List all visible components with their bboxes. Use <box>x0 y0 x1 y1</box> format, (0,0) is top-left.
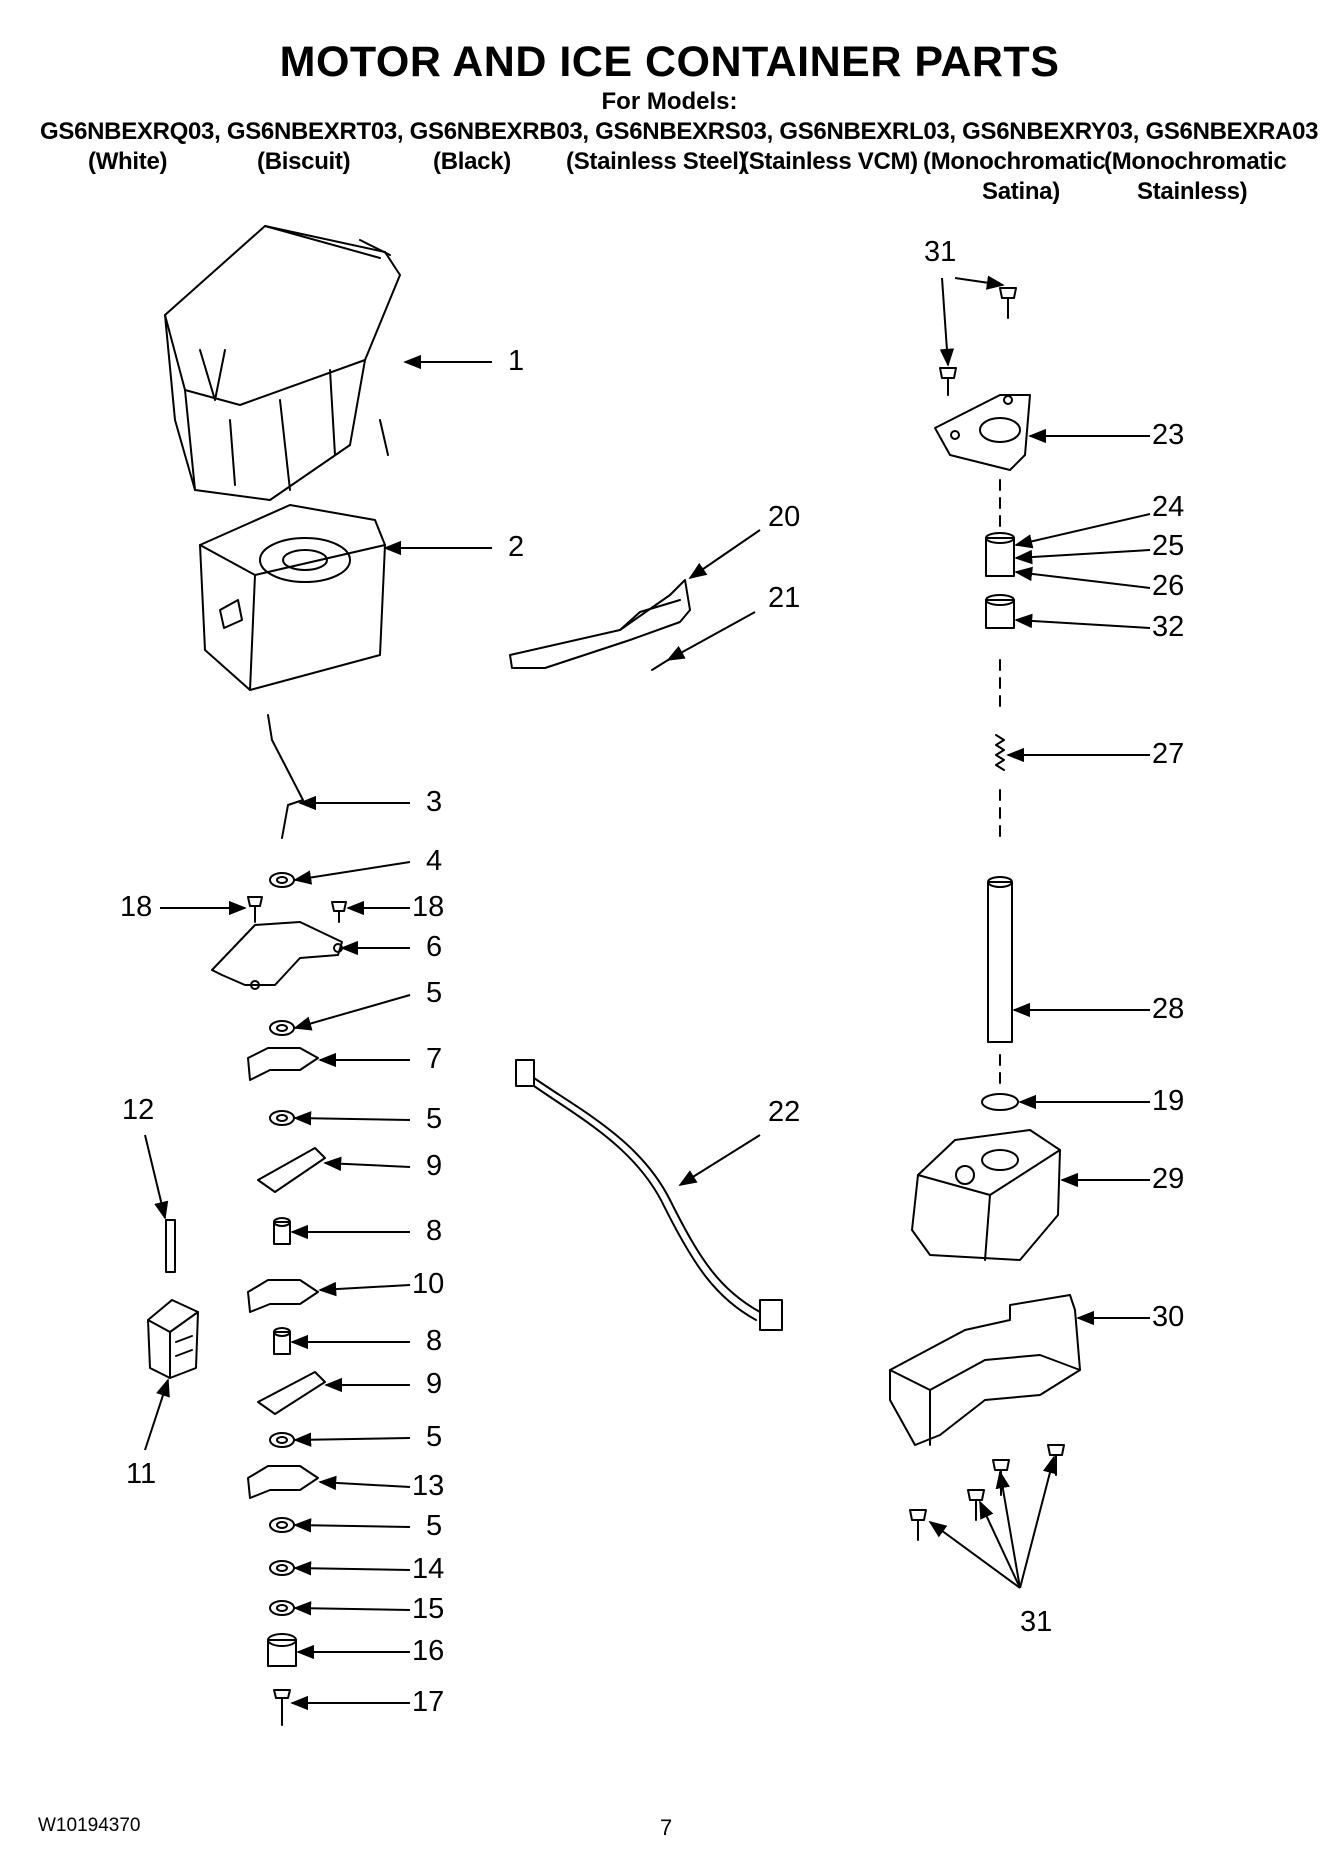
callout-31-bottom: 31 <box>1020 1606 1053 1638</box>
actuator-arm <box>509 579 691 669</box>
model-list: GS6NBEXRQ03, GS6NBEXRT03, GS6NBEXRB03, G… <box>40 118 1319 145</box>
color-biscuit: (Biscuit) <box>257 148 351 175</box>
callout-20: 20 <box>768 501 801 533</box>
callout-22: 22 <box>768 1096 801 1128</box>
color-mono-satina: (Monochromatic <box>923 148 1106 175</box>
pin <box>165 1219 176 1273</box>
washer <box>981 1093 1019 1111</box>
callout-26: 26 <box>1152 570 1185 602</box>
callout-27: 27 <box>1152 738 1185 770</box>
callout-8-a: 8 <box>426 1215 443 1247</box>
callout-32: 32 <box>1152 611 1185 643</box>
callout-18-left: 18 <box>120 891 153 923</box>
callout-30: 30 <box>1152 1301 1185 1333</box>
leader-lines <box>144 275 1151 1711</box>
callout-18-right: 18 <box>412 891 445 923</box>
callout-15: 15 <box>412 1593 445 1625</box>
drive-cup <box>985 594 1015 629</box>
callout-28: 28 <box>1152 993 1185 1025</box>
callout-16: 16 <box>412 1635 445 1667</box>
bin-support <box>199 504 386 691</box>
callout-5-c: 5 <box>426 1421 443 1453</box>
color-mono-stainless: (Monochromatic <box>1104 148 1287 175</box>
motor-mounting-bracket <box>889 1294 1081 1446</box>
callout-4: 4 <box>426 845 443 877</box>
color-mono-satina-2: Satina) <box>982 178 1060 205</box>
coupler <box>985 532 1015 577</box>
callout-5-d: 5 <box>426 1510 443 1542</box>
callout-11: 11 <box>126 1458 157 1490</box>
callout-5-a: 5 <box>426 977 443 1009</box>
callout-21: 21 <box>768 582 801 614</box>
color-black: (Black) <box>433 148 511 175</box>
callout-31-top: 31 <box>924 236 957 268</box>
callout-9-a: 9 <box>426 1150 443 1182</box>
guide-block <box>147 1299 199 1379</box>
callout-3: 3 <box>426 786 443 818</box>
color-mono-stainless-2: Stainless) <box>1137 178 1248 205</box>
callout-29: 29 <box>1152 1163 1185 1195</box>
document-number: W10194370 <box>38 1815 141 1836</box>
callout-2: 2 <box>508 531 525 563</box>
spring <box>995 734 1005 771</box>
callout-17: 17 <box>412 1686 445 1718</box>
color-stainless-vcm: (Stainless VCM) <box>741 148 918 175</box>
callout-13: 13 <box>412 1470 445 1502</box>
color-white: (White) <box>88 148 168 175</box>
callout-24: 24 <box>1152 491 1185 523</box>
callout-1: 1 <box>508 345 525 377</box>
color-stainless-steel: (Stainless Steel) <box>566 148 747 175</box>
motor <box>911 1129 1061 1261</box>
callout-14: 14 <box>412 1553 445 1585</box>
callout-8-b: 8 <box>426 1325 443 1357</box>
wire-harness <box>515 1059 783 1331</box>
for-models-label: For Models: <box>601 88 738 115</box>
ice-container-bin <box>164 225 401 501</box>
auger-parts-stack <box>211 872 347 1726</box>
page-number: 7 <box>660 1815 673 1840</box>
callout-23: 23 <box>1152 419 1185 451</box>
callout-10: 10 <box>412 1268 445 1300</box>
motor-bracket <box>934 394 1031 471</box>
wire-link <box>267 714 304 839</box>
callout-5-b: 5 <box>426 1103 443 1135</box>
callout-7: 7 <box>426 1043 443 1075</box>
callout-6: 6 <box>426 931 443 963</box>
drive-shaft <box>987 876 1013 1043</box>
callout-12: 12 <box>122 1094 155 1126</box>
spring-small <box>651 659 669 671</box>
callout-9-b: 9 <box>426 1368 443 1400</box>
page-title: MOTOR AND ICE CONTAINER PARTS <box>279 38 1060 86</box>
callout-19: 19 <box>1152 1085 1185 1117</box>
callout-25: 25 <box>1152 530 1185 562</box>
